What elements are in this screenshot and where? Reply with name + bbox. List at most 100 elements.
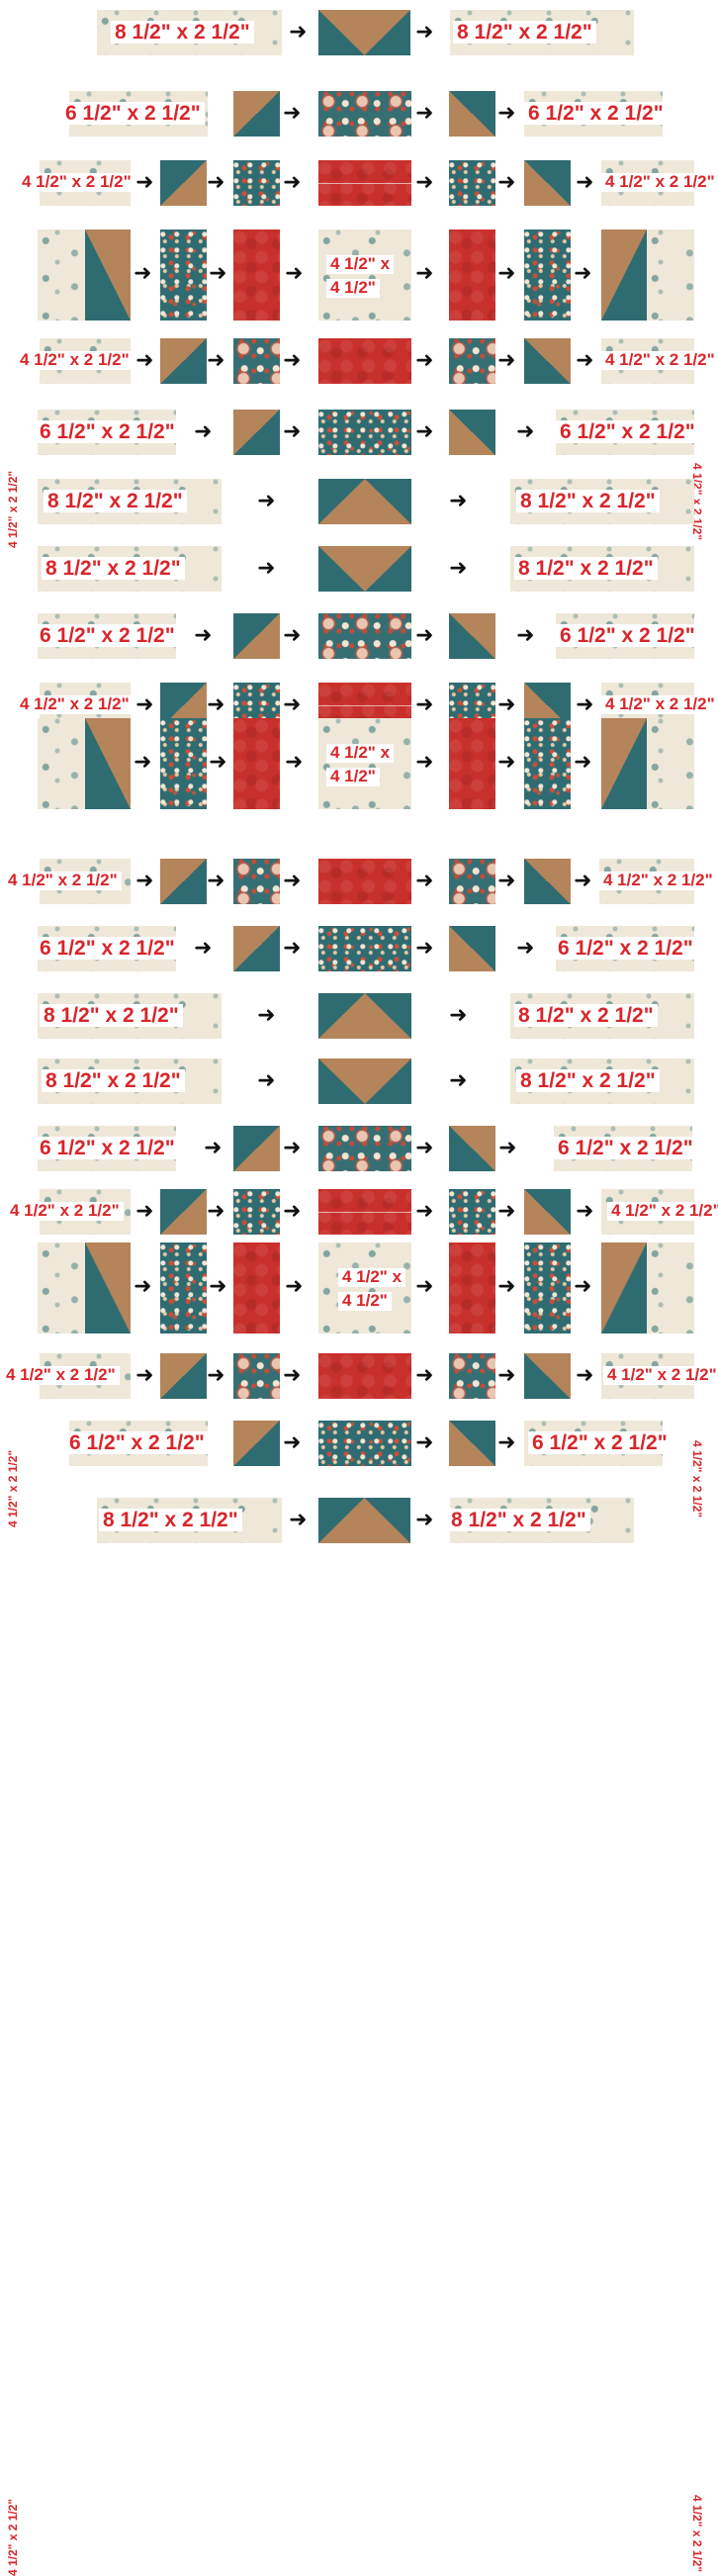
floral-square	[449, 1353, 495, 1399]
arrow-icon: ➜	[209, 1276, 226, 1298]
label-4x2-vertical: 4 1/2" x 2 1/2"	[6, 2499, 20, 2576]
arrow-icon: ➜	[135, 871, 153, 892]
teal-tall-strip	[160, 1242, 207, 1334]
hst-unit	[449, 613, 495, 659]
row-15: 8 1/2" x 2 1/2" ➜ ➜ 8 1/2" x 2 1/2"	[0, 1058, 718, 1104]
arrow-icon: ➜	[497, 752, 515, 774]
label-6x2: 6 1/2" x 2 1/2"	[36, 937, 179, 960]
hst-unit	[233, 91, 280, 137]
arrow-icon: ➜	[449, 558, 467, 580]
cream-center-square	[318, 1242, 411, 1334]
label-4x2: 4 1/2" x 2 1/2"	[603, 1366, 718, 1385]
label-4x2: 4 1/2" x 2 1/2"	[16, 351, 134, 370]
hst-unit	[524, 1189, 571, 1235]
hst-tall-unit	[85, 1242, 131, 1334]
arrow-icon: ➜	[209, 752, 226, 774]
arrow-icon: ➜	[516, 421, 534, 443]
arrow-icon: ➜	[283, 350, 301, 372]
arrow-icon: ➜	[497, 172, 515, 194]
arrow-icon: ➜	[415, 694, 433, 716]
label-8x2: 8 1/2" x 2 1/2"	[44, 490, 187, 512]
arrow-icon: ➜	[574, 263, 591, 285]
label-4x2: 4 1/2" x 2 1/2"	[16, 695, 134, 714]
hst-unit	[160, 1353, 207, 1399]
arrow-icon: ➜	[283, 694, 301, 716]
hst-unit	[524, 859, 571, 904]
arrow-icon: ➜	[135, 1201, 153, 1223]
label-8x2: 8 1/2" x 2 1/2"	[99, 1509, 242, 1531]
label-4x2: 4 1/2" x 2 1/2"	[6, 1202, 124, 1221]
label-6x2: 6 1/2" x 2 1/2"	[556, 624, 699, 647]
arrow-icon: ➜	[135, 350, 153, 372]
arrow-icon: ➜	[283, 938, 301, 960]
label-6x2: 6 1/2" x 2 1/2"	[65, 1431, 209, 1454]
row-13: 6 1/2" x 2 1/2" ➜ ➜ ➜ ➜ 6 1/2" x 2 1/2"	[0, 926, 718, 971]
label-4x2: 4 1/2" x 2 1/2"	[4, 872, 122, 890]
red-tall-strip	[233, 718, 280, 809]
hst-unit	[449, 91, 495, 137]
label-6x2: 6 1/2" x 2 1/2"	[36, 1137, 179, 1159]
arrow-icon: ➜	[497, 103, 515, 125]
arrow-icon: ➜	[257, 491, 275, 512]
arrow-icon: ➜	[497, 1432, 515, 1454]
arrow-icon: ➜	[497, 1365, 515, 1387]
row-9: 6 1/2" x 2 1/2" ➜ ➜ ➜ ➜ 6 1/2" x 2 1/2"	[0, 613, 718, 659]
label-4x2: 4 1/2" x 2 1/2"	[599, 872, 717, 890]
arrow-icon: ➜	[207, 350, 224, 372]
hst-tall-unit	[601, 718, 647, 809]
arrow-icon: ➜	[283, 103, 301, 125]
red-strip	[318, 859, 411, 904]
hst-unit	[160, 338, 207, 384]
arrow-icon: ➜	[135, 1365, 153, 1387]
hst-unit	[449, 410, 495, 455]
arrow-icon: ➜	[516, 938, 534, 960]
red-tall-strip	[449, 230, 495, 321]
hst-unit	[233, 613, 280, 659]
arrow-icon: ➜	[415, 1138, 433, 1159]
teal-square	[449, 160, 495, 206]
row-6: 6 1/2" x 2 1/2" ➜ ➜ ➜ ➜ 6 1/2" x 2 1/2"	[0, 410, 718, 455]
arrow-icon: ➜	[497, 1201, 515, 1223]
floral-strip	[318, 91, 411, 137]
row-14: 8 1/2" x 2 1/2" ➜ ➜ 8 1/2" x 2 1/2"	[0, 993, 718, 1039]
arrow-icon: ➜	[415, 22, 433, 44]
hst-unit	[524, 338, 571, 384]
red-strip	[318, 1353, 411, 1399]
teal-square	[233, 1189, 280, 1235]
label-6x2: 6 1/2" x 2 1/2"	[554, 1137, 697, 1159]
arrow-icon: ➜	[289, 22, 307, 44]
red-tall-strip	[233, 230, 280, 321]
arrow-icon: ➜	[283, 1365, 301, 1387]
red-tall-strip	[449, 1242, 495, 1334]
arrow-icon: ➜	[285, 1276, 303, 1298]
arrow-icon: ➜	[415, 1201, 433, 1223]
arrow-icon: ➜	[257, 1070, 275, 1092]
arrow-icon: ➜	[497, 871, 515, 892]
label-8x2: 8 1/2" x 2 1/2"	[42, 1069, 185, 1092]
row-4: 4 1/2" x 2 1/2" ➜ ➜ ➜ 4 1/2" x 4 1/2" ➜ …	[0, 230, 718, 321]
arrow-icon: ➜	[209, 263, 226, 285]
hst-tall-unit	[601, 230, 647, 321]
label-8x2: 8 1/2" x 2 1/2"	[514, 557, 658, 580]
teal-tall-strip	[160, 718, 207, 809]
arrow-icon: ➜	[516, 625, 534, 647]
arrow-icon: ➜	[207, 1365, 224, 1387]
label-4x2: 4 1/2" x 2 1/2"	[2, 1366, 120, 1385]
arrow-icon: ➜	[134, 263, 151, 285]
teal-square	[449, 1189, 495, 1235]
label-6x2: 6 1/2" x 2 1/2"	[524, 102, 668, 125]
arrow-icon: ➜	[257, 1005, 275, 1027]
hst-unit	[524, 160, 571, 206]
arrow-icon: ➜	[415, 1276, 433, 1298]
teal-square	[233, 160, 280, 206]
label-6x2: 6 1/2" x 2 1/2"	[554, 937, 697, 960]
arrow-icon: ➜	[449, 491, 467, 512]
label-square-top: 4 1/2" x	[326, 255, 394, 274]
label-square-bottom: 4 1/2"	[326, 279, 380, 298]
red-tall-strip	[449, 718, 495, 809]
label-8x2: 8 1/2" x 2 1/2"	[42, 557, 185, 580]
arrow-icon: ➜	[257, 558, 275, 580]
row-18: 4 1/2" x 2 1/2" ➜ ➜ ➜ 4 1/2" x 4 1/2" ➜ …	[0, 1242, 718, 1334]
hst-unit	[524, 1353, 571, 1399]
row-21: 8 1/2" x 2 1/2" ➜ ➜ 8 1/2" x 2 1/2"	[0, 1498, 718, 1543]
